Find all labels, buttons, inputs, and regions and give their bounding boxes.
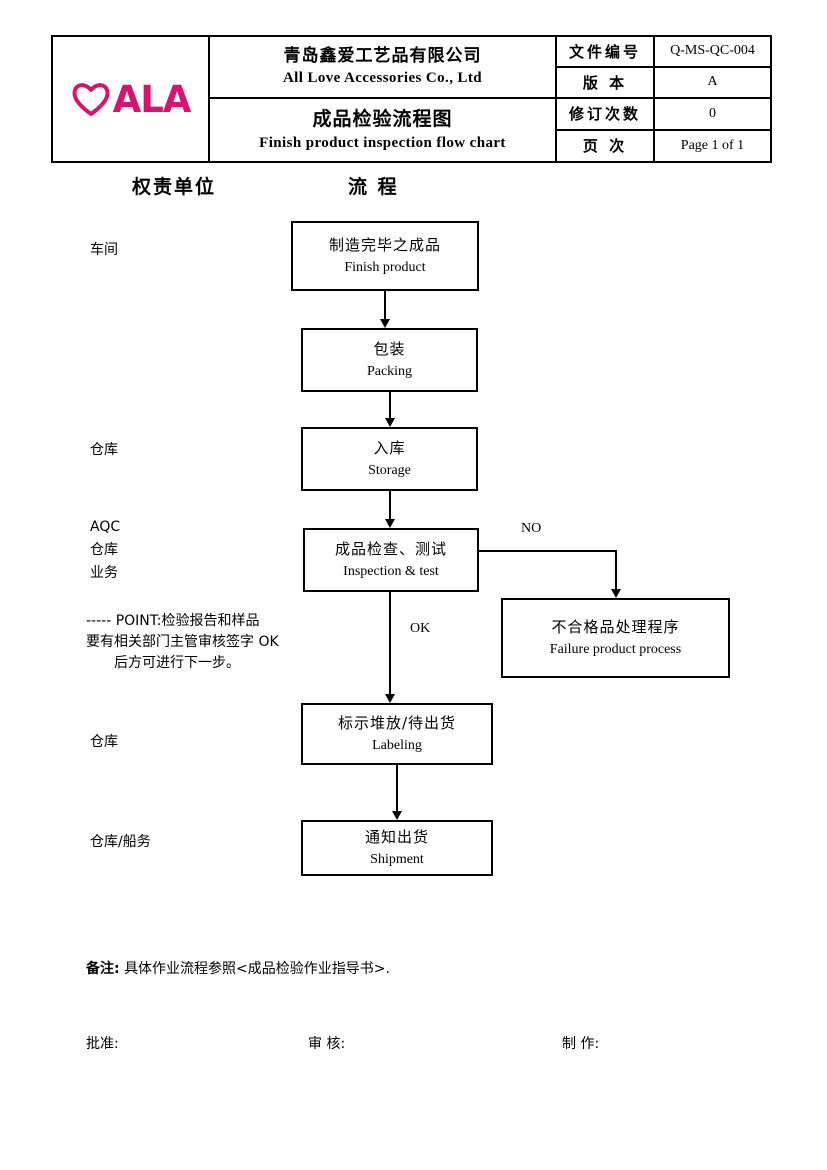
- connector-finish-to-packing: [384, 291, 386, 319]
- flow-box-labeling[interactable]: 标示堆放/待出货 Labeling: [301, 703, 493, 765]
- document-header-table: ALA 青岛鑫爱工艺品有限公司 All Love Accessories Co.…: [51, 35, 772, 164]
- doc-revision-value: 0: [653, 96, 772, 131]
- point-note: ----- POINT:检验报告和样品 要有相关部门主管审核签字 OK 后方可进…: [86, 611, 279, 674]
- resp-label-warehouse-shipping: 仓库/船务: [90, 834, 151, 850]
- doc-page-value: Page 1 of 1: [653, 128, 772, 164]
- doc-revision-key: 修订次数: [555, 96, 655, 131]
- flow-box-finish-product-en: Finish product: [344, 259, 426, 275]
- flow-box-storage-en: Storage: [368, 462, 411, 478]
- connector-labeling-to-shipment: [396, 765, 398, 811]
- column-heading-process: 流 程: [348, 176, 399, 198]
- flow-box-storage-cn: 入库: [373, 439, 406, 458]
- flow-box-shipment-en: Shipment: [370, 851, 424, 867]
- flow-box-inspection-test[interactable]: 成品检查、测试 Inspection & test: [303, 528, 479, 592]
- point-note-line1: ----- POINT:检验报告和样品: [86, 613, 260, 629]
- doc-page-key: 页 次: [555, 128, 655, 164]
- resp-label-aqc: AQC: [90, 519, 121, 535]
- flow-box-packing-en: Packing: [366, 363, 413, 379]
- point-note-line2: 要有相关部门主管审核签字 OK: [86, 634, 279, 650]
- arrow-inspection-to-failure: [611, 589, 621, 598]
- resp-label-aqc-business: 业务: [90, 565, 118, 581]
- flow-box-failure-process-en: Failure product process: [549, 641, 682, 657]
- doc-number-value: Q-MS-QC-004: [653, 35, 772, 68]
- signature-prepare[interactable]: 制 作:: [562, 1036, 600, 1052]
- connector-storage-to-inspection: [389, 491, 391, 519]
- point-note-line3: 后方可进行下一步。: [114, 655, 240, 671]
- remark-value: 具体作业流程参照<成品检验作业指导书>.: [124, 961, 390, 977]
- column-heading-responsibility: 权责单位: [132, 176, 217, 198]
- company-logo-cell: ALA: [51, 35, 210, 163]
- signature-approve[interactable]: 批准:: [86, 1036, 119, 1052]
- doc-number-key: 文件编号: [555, 35, 655, 68]
- flow-box-finish-product[interactable]: 制造完毕之成品 Finish product: [291, 221, 479, 291]
- flow-box-shipment[interactable]: 通知出货 Shipment: [301, 820, 493, 876]
- edge-label-no: NO: [521, 521, 542, 536]
- resp-label-workshop: 车间: [90, 242, 118, 258]
- doc-version-key: 版 本: [555, 65, 655, 99]
- remark-line: 备注: 具体作业流程参照<成品检验作业指导书>.: [86, 958, 390, 978]
- connector-inspection-to-labeling: [389, 592, 391, 694]
- flow-box-finish-product-cn: 制造完毕之成品: [328, 236, 441, 255]
- company-name-cell: 青岛鑫爱工艺品有限公司 All Love Accessories Co., Lt…: [208, 35, 557, 99]
- arrow-storage-to-inspection: [385, 519, 395, 528]
- arrow-finish-to-packing: [380, 319, 390, 328]
- company-name-en: All Love Accessories Co., Ltd: [282, 70, 483, 87]
- flow-box-packing-cn: 包装: [373, 340, 406, 359]
- logo: ALA: [53, 81, 208, 118]
- company-name-cn: 青岛鑫爱工艺品有限公司: [283, 46, 482, 67]
- doc-version-value: A: [653, 65, 772, 99]
- flow-box-shipment-cn: 通知出货: [364, 828, 429, 847]
- connector-packing-to-storage: [389, 392, 391, 418]
- signature-review[interactable]: 审 核:: [308, 1036, 346, 1052]
- connector-inspection-to-failure-vertical: [615, 550, 617, 589]
- flow-box-failure-process-cn: 不合格品处理程序: [551, 618, 680, 637]
- doc-title-en: Finish product inspection flow chart: [259, 134, 506, 151]
- arrow-inspection-to-labeling: [385, 694, 395, 703]
- flow-box-inspection-test-en: Inspection & test: [343, 563, 439, 579]
- arrow-labeling-to-shipment: [392, 811, 402, 820]
- flow-box-inspection-test-cn: 成品检查、测试: [334, 540, 447, 559]
- flow-box-storage[interactable]: 入库 Storage: [301, 427, 478, 491]
- logo-text: ALA: [112, 77, 192, 121]
- heart-icon: [72, 83, 110, 116]
- remark-key: 备注:: [86, 961, 120, 977]
- arrow-packing-to-storage: [385, 418, 395, 427]
- connector-inspection-to-failure-horizontal: [479, 550, 617, 552]
- resp-label-warehouse-storage: 仓库: [90, 442, 118, 458]
- edge-label-ok: OK: [410, 621, 431, 636]
- flow-box-packing[interactable]: 包装 Packing: [301, 328, 478, 392]
- flow-box-labeling-en: Labeling: [372, 737, 422, 753]
- resp-label-warehouse-labeling: 仓库: [90, 734, 118, 750]
- resp-label-aqc-warehouse: 仓库: [90, 542, 118, 558]
- doc-title-cn: 成品检验流程图: [312, 107, 453, 130]
- doc-title-cell: 成品检验流程图 Finish product inspection flow c…: [208, 96, 557, 164]
- flow-box-failure-process[interactable]: 不合格品处理程序 Failure product process: [501, 598, 730, 678]
- flow-box-labeling-cn: 标示堆放/待出货: [337, 714, 457, 733]
